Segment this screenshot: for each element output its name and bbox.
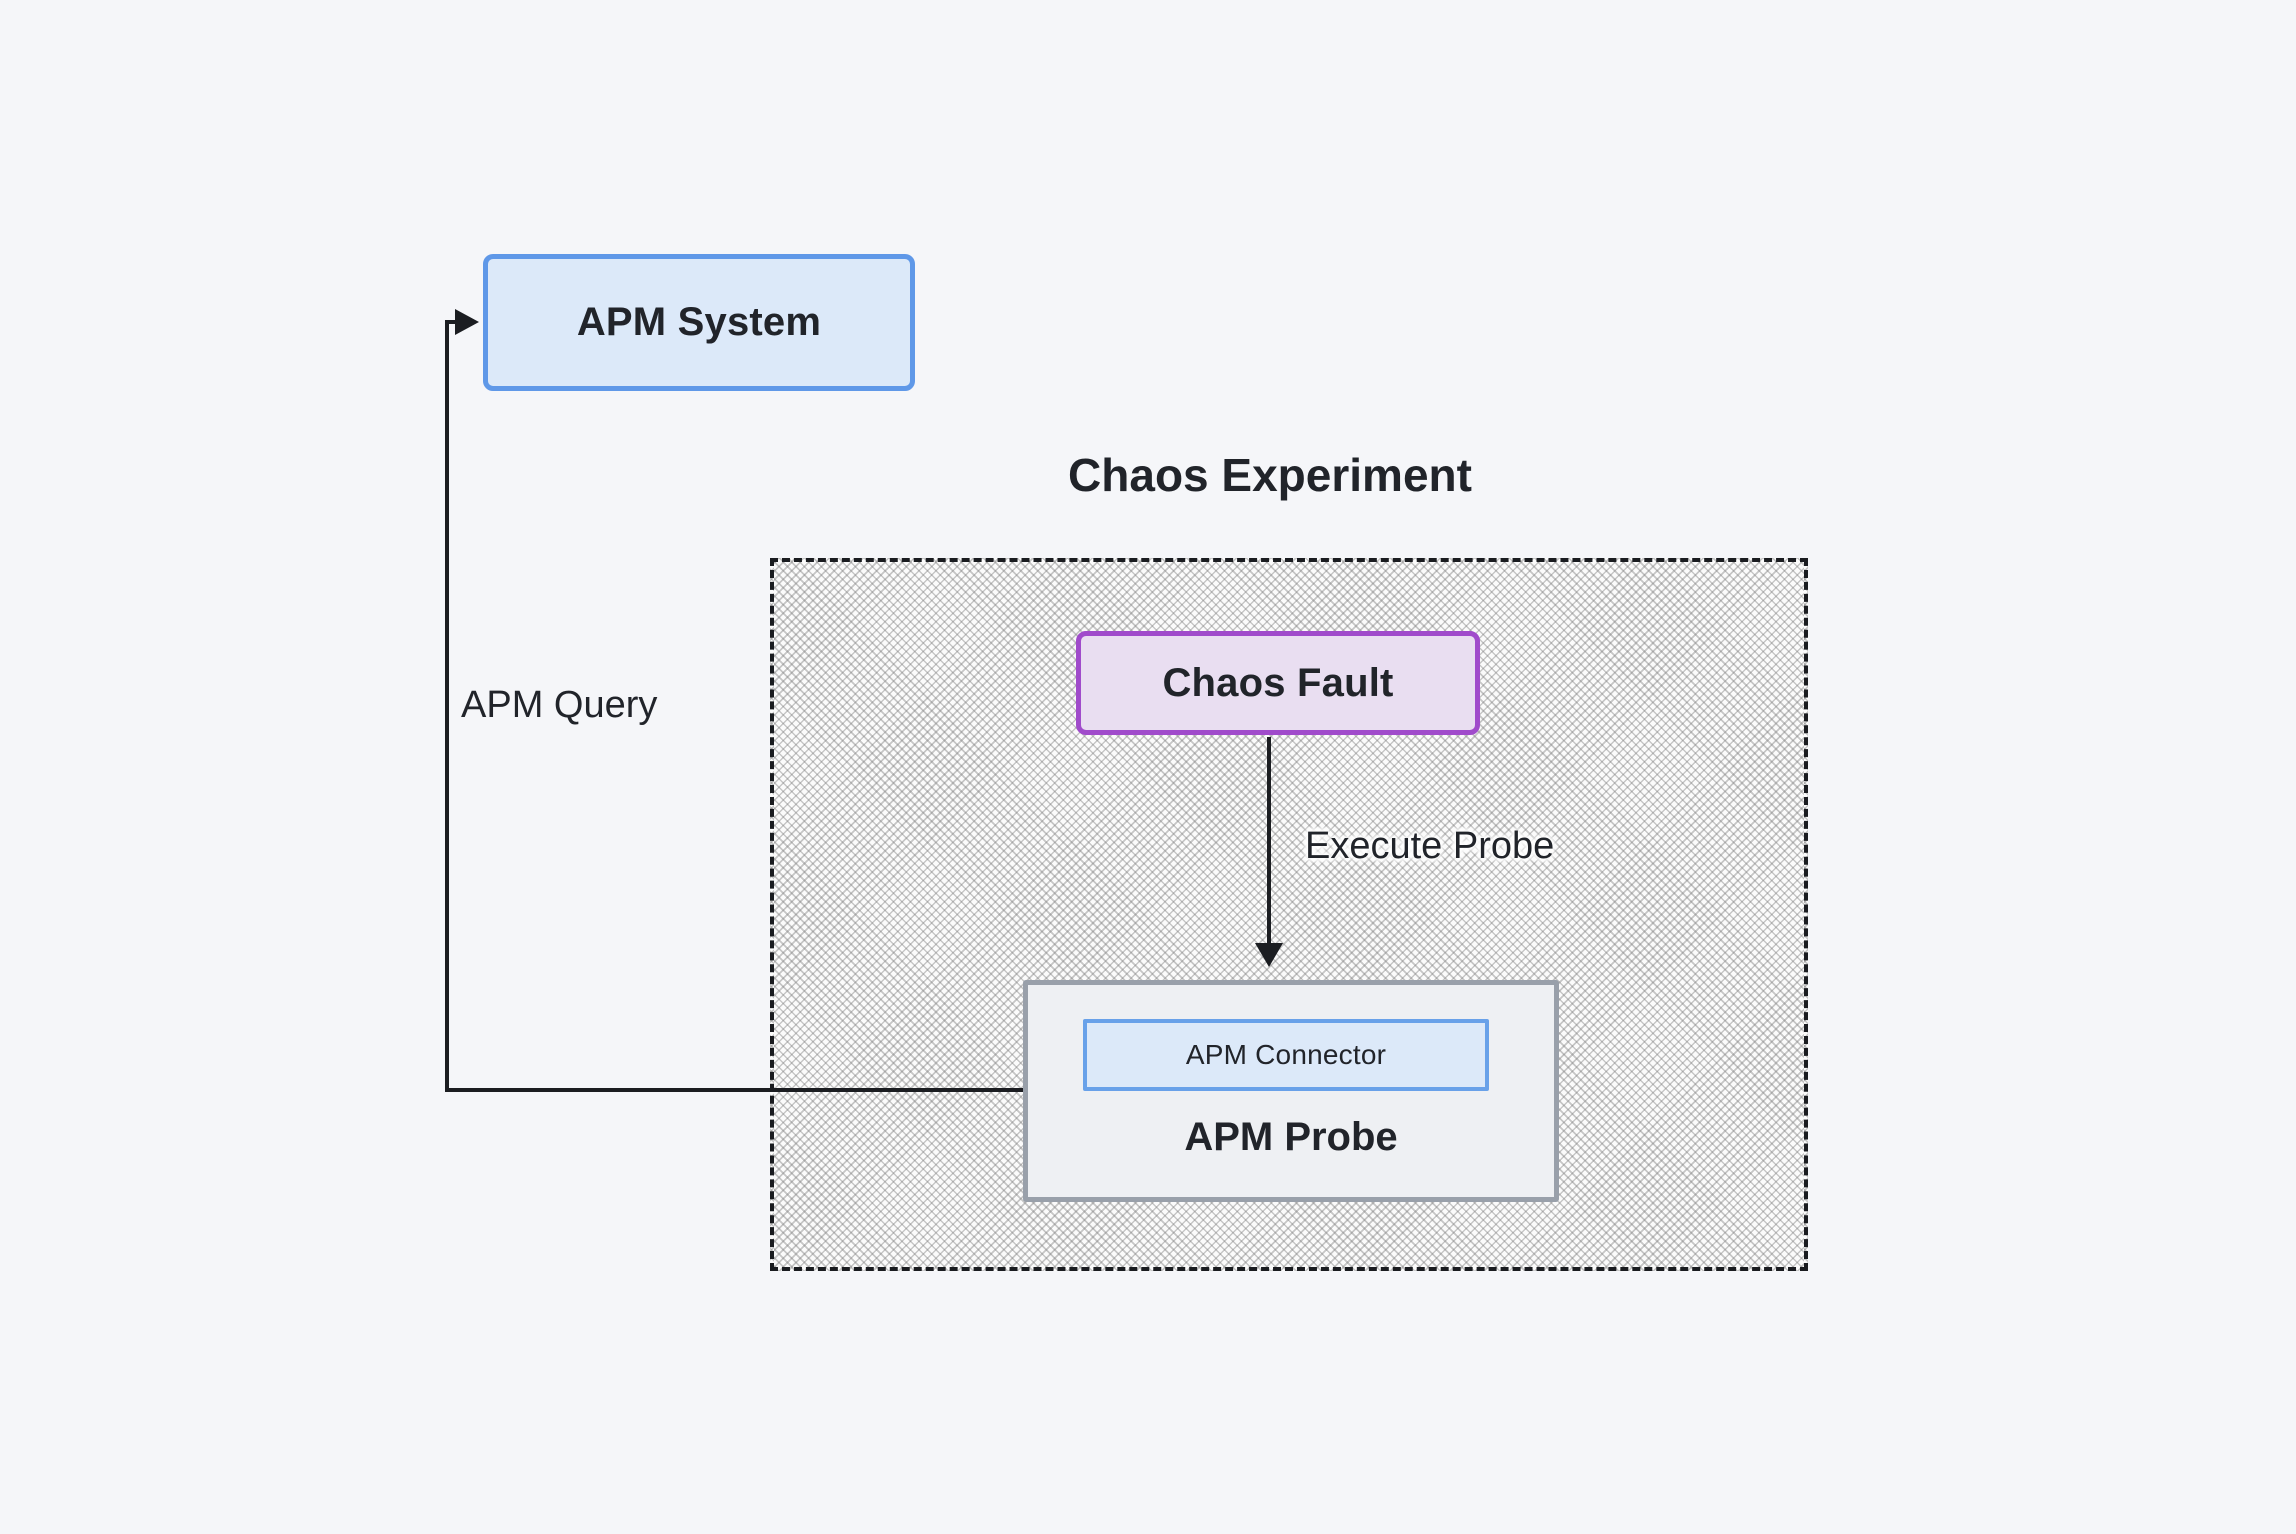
apm-query-line-horizontal [445, 1088, 1025, 1092]
execute-probe-line [1267, 737, 1271, 947]
apm-system-node: APM System [483, 254, 915, 391]
execute-probe-arrowhead-icon [1255, 943, 1283, 967]
apm-system-label: APM System [576, 300, 822, 344]
apm-connector-node: APM Connector [1083, 1019, 1489, 1091]
apm-query-arrowhead-icon [455, 309, 479, 335]
apm-query-line-vertical [445, 320, 449, 1092]
chaos-fault-node: Chaos Fault [1076, 631, 1480, 735]
chaos-experiment-title: Chaos Experiment [1068, 449, 1472, 501]
apm-query-line-elbow [445, 320, 459, 324]
chaos-fault-label: Chaos Fault [1162, 660, 1394, 705]
apm-probe-label: APM Probe [1184, 1115, 1398, 1159]
apm-query-label: APM Query [461, 684, 658, 726]
apm-probe-node: APM Connector APM Probe [1023, 980, 1559, 1202]
execute-probe-label: Execute Probe [1305, 825, 1555, 867]
apm-connector-label: APM Connector [1185, 1039, 1387, 1070]
